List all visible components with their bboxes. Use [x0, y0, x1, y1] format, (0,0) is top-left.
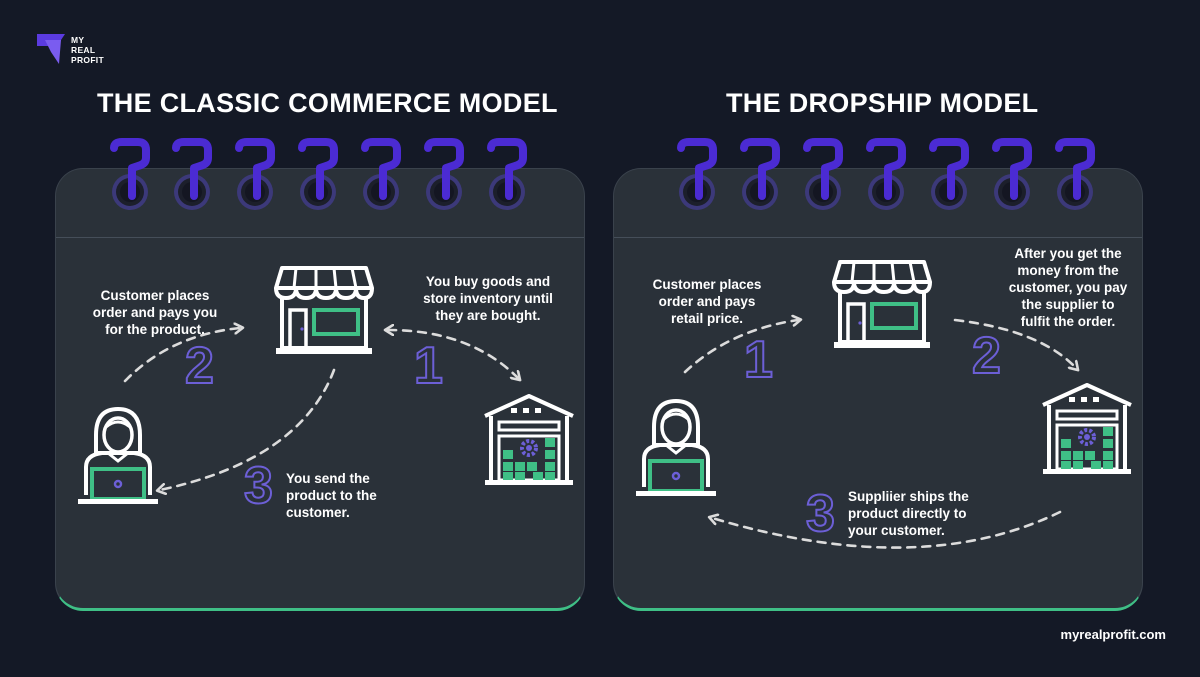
panel-divider [56, 237, 584, 238]
brand-logo-icon [37, 34, 65, 64]
dropship-step-1-text: Customer places order and pays retail pr… [652, 277, 762, 326]
classic-step-1-text: You buy goods and store inventory until … [423, 274, 553, 323]
dropship-step-2-number: 2 [971, 327, 1002, 385]
dropship-step-1-number: 1 [743, 331, 774, 389]
classic-step-2-text: Customer places order and pays you for t… [92, 288, 218, 337]
classic-step-3-text: You send the product to the customer. [286, 471, 377, 520]
dashed-arrow-icon [683, 320, 1076, 549]
warehouse-icon [483, 394, 575, 487]
classic-step-2-number: 2 [184, 337, 215, 395]
store-icon [274, 266, 374, 356]
classic-model-title: THE CLASSIC COMMERCE MODEL [97, 88, 558, 118]
panel-divider [614, 237, 1142, 238]
classic-step-1-number: 1 [413, 337, 444, 395]
dropship-model-title: THE DROPSHIP MODEL [726, 88, 1039, 118]
website-url: myrealprofit.com [1060, 627, 1166, 642]
customer-laptop-icon [634, 399, 718, 498]
dropship-step-3-text: Suppliier ships the product directly to … [848, 489, 969, 538]
classic-step-3-number: 3 [243, 457, 274, 515]
warehouse-icon [1041, 383, 1133, 476]
customer-laptop-icon [76, 407, 160, 506]
store-icon [832, 260, 932, 350]
dropship-model-panel [613, 168, 1143, 611]
brand-logo-text: MY REAL PROFIT [71, 35, 104, 65]
dashed-arrow-icon [123, 328, 518, 490]
dropship-step-3-number: 3 [805, 485, 836, 543]
classic-model-panel [55, 168, 585, 611]
dropship-step-2-text: After you get the money from the custome… [1008, 246, 1128, 329]
